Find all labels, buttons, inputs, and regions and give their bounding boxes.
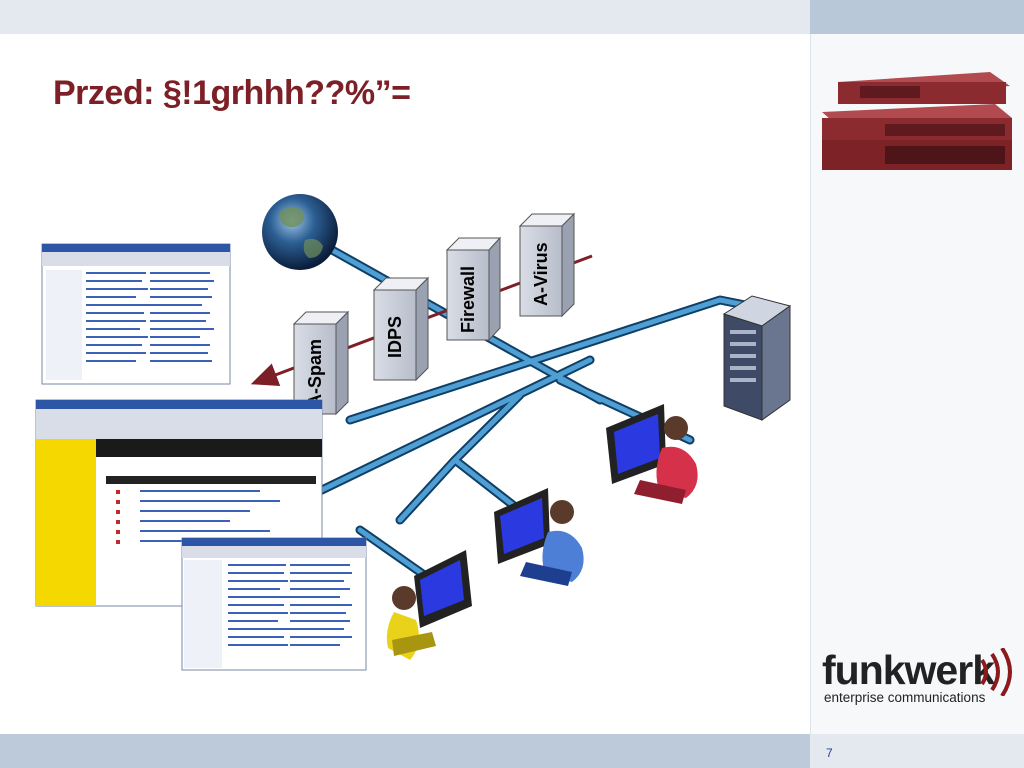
funkwerk-logo: funkwerk enterprise communications — [822, 648, 1017, 708]
logo-brand: funkwerk — [822, 647, 995, 693]
a-virus-label: A-Virus — [531, 242, 551, 306]
bottom-band — [0, 734, 810, 768]
slide-title: Przed: §!1grhhh??%”= — [53, 74, 411, 112]
workstation-user-red — [606, 404, 698, 504]
signal-waves-icon — [980, 648, 1012, 696]
bottom-band-accent — [810, 734, 1024, 768]
workstation-user-yellow — [386, 550, 472, 660]
box-firewall: Firewall — [445, 236, 502, 342]
server-rack-icon — [722, 295, 792, 421]
workstation-user-blue — [494, 488, 584, 586]
page-number: 7 — [826, 746, 833, 760]
top-band — [0, 0, 810, 34]
screenshot-thumbnail-portal-2 — [181, 537, 367, 671]
internet-globe-icon — [262, 194, 338, 270]
idps-label: IDPS — [385, 316, 405, 358]
top-band-accent — [810, 0, 1024, 34]
a-spam-label: A-Spam — [305, 339, 325, 407]
firewall-label: Firewall — [458, 266, 478, 333]
network-appliance-stack — [822, 72, 1012, 170]
logo-tagline: enterprise communications — [824, 690, 986, 705]
box-idps: IDPS — [372, 276, 430, 382]
screenshot-thumbnail-web-portal — [41, 243, 231, 385]
box-a-virus: A-Virus — [518, 212, 576, 318]
box-a-spam: A-Spam — [292, 310, 350, 416]
screenshot-thumbnail-admin-panel — [35, 399, 323, 607]
